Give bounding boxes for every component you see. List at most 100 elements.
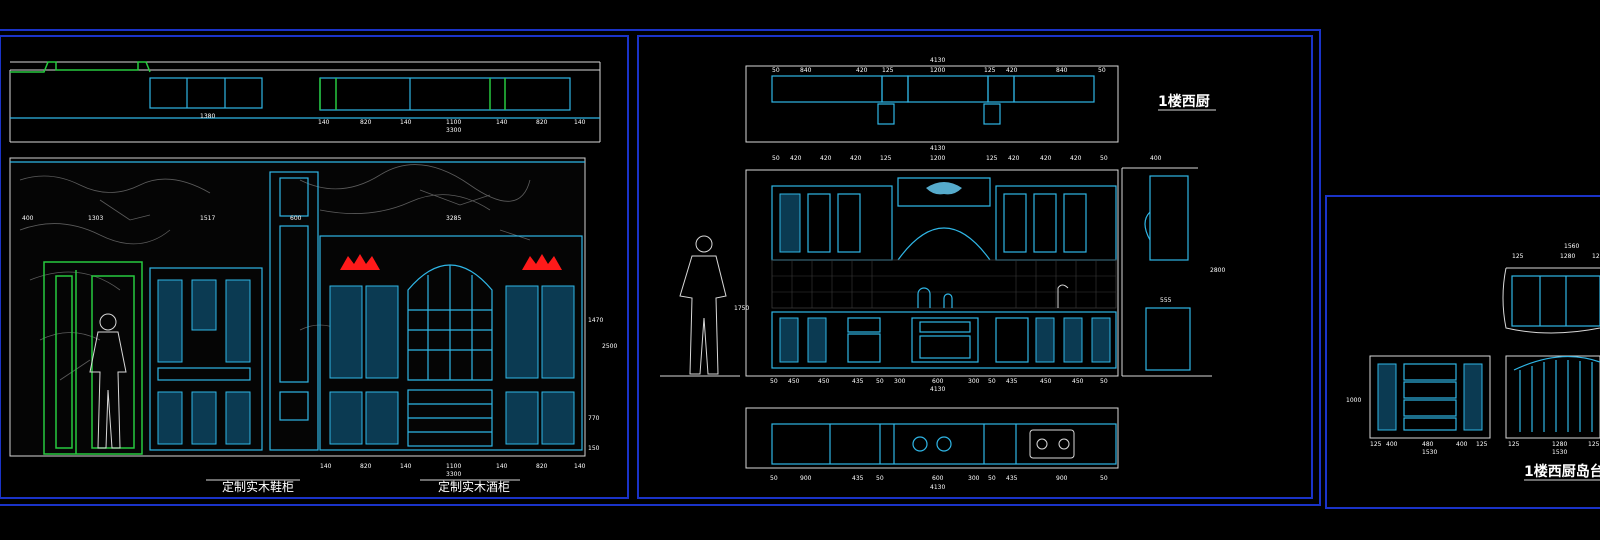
k-bot-dim-row: 50 900 435 50 600 300 50 435 900 50 4130 bbox=[770, 475, 1108, 491]
dim-it-total: 1560 bbox=[1564, 243, 1579, 250]
island-left-elevation bbox=[1369, 355, 1491, 439]
dim-il-total: 1530 bbox=[1422, 449, 1437, 456]
dim-lm-1: 1303 bbox=[88, 215, 103, 222]
kitchen-main-elevation bbox=[745, 169, 1119, 377]
dim-lt-3: 1100 bbox=[446, 119, 461, 126]
marble-wall bbox=[9, 157, 586, 457]
label-shoe-cabinet: 定制实木鞋柜 bbox=[222, 479, 294, 494]
dim-k-side-top: 400 bbox=[1150, 155, 1162, 162]
dim-it-1: 1280 bbox=[1560, 253, 1575, 260]
red-ornament-right bbox=[522, 254, 562, 270]
frame-left-elevation bbox=[0, 35, 629, 499]
dim-kl-1: 450 bbox=[788, 378, 800, 385]
dim-lm-3: 600 bbox=[290, 215, 302, 222]
dim-kl-6: 600 bbox=[932, 378, 944, 385]
dim-lr-1: 1470 bbox=[588, 317, 603, 324]
range-hood-ornament bbox=[926, 182, 962, 195]
outer-sheet-frame bbox=[0, 29, 1321, 506]
dim-lb-total: 3300 bbox=[446, 471, 461, 478]
kitchen-elevation: 50 840 420 125 1200 125 420 840 50 4130 … bbox=[660, 57, 1225, 491]
dim-it-2: 125 bbox=[1592, 253, 1600, 260]
wine-grid bbox=[408, 265, 492, 380]
dim-kl-9: 435 bbox=[1006, 378, 1018, 385]
dim-kl-0: 50 bbox=[770, 378, 778, 385]
dim-kl-10: 450 bbox=[1040, 378, 1052, 385]
title-island: 1楼西厨岛台 bbox=[1524, 463, 1600, 480]
dim-lr-2: 770 bbox=[588, 415, 600, 422]
wine-cabinet bbox=[319, 235, 583, 451]
label-wine-cabinet: 定制实木酒柜 bbox=[438, 479, 510, 494]
dim-k-person: 1750 bbox=[734, 305, 749, 312]
dim-kb-2: 435 bbox=[852, 475, 864, 482]
red-ornament-left bbox=[340, 254, 380, 270]
dim-lm-0: 400 bbox=[22, 215, 34, 222]
dim-lb-5: 820 bbox=[536, 463, 548, 470]
dim-lm-2: 1517 bbox=[200, 215, 215, 222]
dim-lt-2: 140 bbox=[400, 119, 412, 126]
dim-kt-total: 4130 bbox=[930, 57, 945, 64]
dim-kb-6: 50 bbox=[988, 475, 996, 482]
dim-lb-2: 140 bbox=[400, 463, 412, 470]
title-kitchen: 1楼西厨 bbox=[1158, 93, 1210, 110]
dim-kb-5: 300 bbox=[968, 475, 980, 482]
dim-kt-7: 840 bbox=[1056, 67, 1068, 74]
dim-km-1: 420 bbox=[790, 155, 802, 162]
dim-kt-2: 420 bbox=[856, 67, 868, 74]
dim-kt-6: 420 bbox=[1006, 67, 1018, 74]
dim-lt-0: 140 bbox=[318, 119, 330, 126]
dim-il-2: 480 bbox=[1422, 441, 1434, 448]
island-elevation: 1560 125 1280 125 125 400 480 400 125 15… bbox=[1346, 243, 1600, 481]
dim-lb-4: 140 bbox=[496, 463, 508, 470]
dim-km-2: 420 bbox=[820, 155, 832, 162]
frame-island-elevation bbox=[1325, 195, 1600, 509]
dim-km-5: 1200 bbox=[930, 155, 945, 162]
dim-kt-1: 840 bbox=[800, 67, 812, 74]
island-right-elevation bbox=[1505, 355, 1600, 439]
k-low-dim-row: 50 450 450 435 50 300 600 300 50 435 450… bbox=[770, 378, 1108, 393]
dim-lt-6: 140 bbox=[574, 119, 586, 126]
dim-lt-total: 3300 bbox=[446, 127, 461, 134]
dim-km-0: 50 bbox=[772, 155, 780, 162]
sheet-frames bbox=[0, 29, 1600, 509]
dim-kl-2: 450 bbox=[818, 378, 830, 385]
kitchen-top-plan bbox=[745, 65, 1119, 143]
dim-k-side-low: 555 bbox=[1160, 297, 1172, 304]
frame-kitchen-elevation bbox=[637, 35, 1313, 499]
dim-kl-4: 50 bbox=[876, 378, 884, 385]
dim-kl-8: 50 bbox=[988, 378, 996, 385]
dim-kl-12: 50 bbox=[1100, 378, 1108, 385]
dim-kb-total: 4130 bbox=[930, 484, 945, 491]
dim-km-total: 4130 bbox=[930, 145, 945, 152]
person-figure-kitchen bbox=[660, 235, 740, 377]
left-top-dim-row: 140 820 140 1100 140 820 140 3300 1380 bbox=[200, 113, 586, 134]
dim-km-3: 420 bbox=[850, 155, 862, 162]
dim-lm-4: 3285 bbox=[446, 215, 461, 222]
left-top-wall-cabinets bbox=[9, 61, 601, 143]
dim-ir-total: 1530 bbox=[1552, 449, 1567, 456]
dim-kl-total: 4130 bbox=[930, 386, 945, 393]
k-mid-dim-row: 50 420 420 420 125 1200 125 420 420 420 … bbox=[772, 145, 1108, 162]
dim-lt-side: 1380 bbox=[200, 113, 215, 120]
dim-il-3: 400 bbox=[1456, 441, 1468, 448]
dim-kb-9: 50 bbox=[1100, 475, 1108, 482]
left-bottom-dim-row: 140 820 140 1100 140 820 140 3300 bbox=[320, 463, 586, 478]
dim-lt-1: 820 bbox=[360, 119, 372, 126]
dim-lr-3: 150 bbox=[588, 445, 600, 452]
k-top-dim-row: 50 840 420 125 1200 125 420 840 50 4130 bbox=[772, 57, 1106, 74]
dim-lb-3: 1100 bbox=[446, 463, 461, 470]
dim-kl-3: 435 bbox=[852, 378, 864, 385]
dim-kb-0: 50 bbox=[770, 475, 778, 482]
dim-il-4: 125 bbox=[1476, 441, 1488, 448]
dim-ir-0: 125 bbox=[1508, 441, 1520, 448]
dim-km-8: 420 bbox=[1040, 155, 1052, 162]
dim-kt-4: 1200 bbox=[930, 67, 945, 74]
person-figure-left bbox=[89, 313, 127, 449]
dim-i-height: 1000 bbox=[1346, 397, 1361, 404]
dim-lt-5: 820 bbox=[536, 119, 548, 126]
left-right-side-dims: 2500 1470 770 150 bbox=[588, 317, 617, 452]
kitchen-side-elevation bbox=[1121, 167, 1212, 377]
left-elevation: 140 820 140 1100 140 820 140 3300 1380 4… bbox=[9, 61, 617, 494]
left-mid-dim-row: 400 1303 1517 600 3285 bbox=[22, 215, 461, 222]
dim-it-0: 125 bbox=[1512, 253, 1524, 260]
